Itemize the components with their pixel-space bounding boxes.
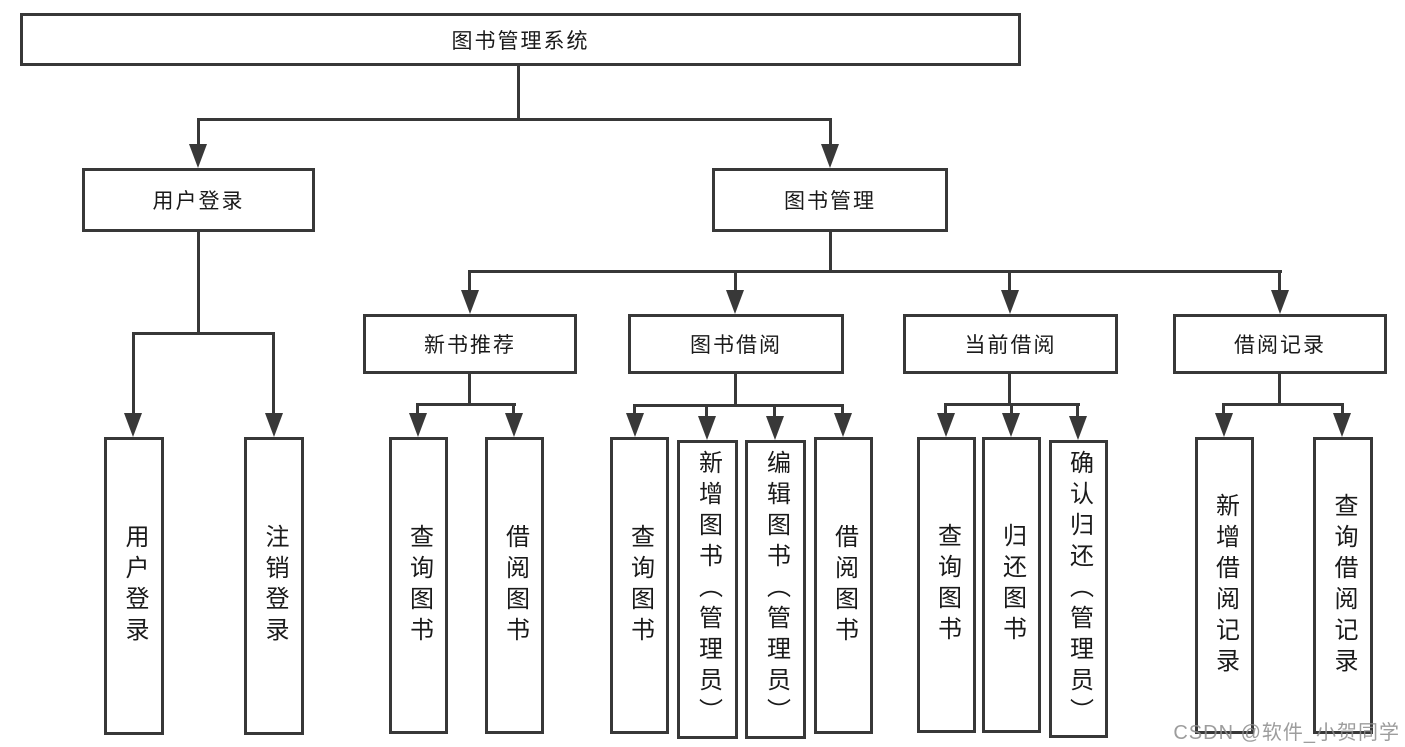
leaf-nb-borrow-books: 借阅图书 bbox=[485, 437, 544, 734]
connector-drop-nb-borrow bbox=[512, 403, 515, 417]
leaf-bb-query-books-label: 查询图书 bbox=[626, 523, 654, 648]
connector-drop-cb-query bbox=[944, 403, 947, 415]
leaf-bb-borrow-books-label: 借阅图书 bbox=[830, 523, 858, 648]
leaf-cb-query-books-label: 查询图书 bbox=[933, 523, 961, 647]
arrowhead-book-management bbox=[821, 144, 839, 168]
connector-drop-user-login bbox=[197, 118, 200, 148]
node-new-book-recommend: 新书推荐 bbox=[363, 314, 577, 374]
leaf-br-query-record: 查询借阅记录 bbox=[1313, 437, 1373, 734]
arrowhead-user-login bbox=[189, 144, 207, 168]
leaf-bb-query-books: 查询图书 bbox=[610, 437, 669, 734]
node-borrowing-records-label: 借阅记录 bbox=[1234, 334, 1326, 357]
leaf-bb-add-books-admin: 新增图书（管理员） bbox=[677, 440, 738, 739]
connector-drop-leaf-logout bbox=[272, 332, 275, 414]
arrowhead-bb-add bbox=[698, 416, 716, 440]
leaf-br-query-record-label: 查询借阅记录 bbox=[1330, 492, 1357, 679]
leaf-logout: 注销登录 bbox=[244, 437, 304, 735]
arrowhead-bb-borrow bbox=[834, 413, 852, 437]
connector-drop-bb-borrow bbox=[841, 404, 844, 416]
node-new-book-recommend-label: 新书推荐 bbox=[424, 334, 516, 357]
connector-drop-bb-query bbox=[633, 404, 636, 416]
node-user-login-label: 用户登录 bbox=[152, 190, 245, 213]
connector-drop-bb-add bbox=[705, 404, 708, 418]
connector-drop-cb-confirm bbox=[1076, 403, 1079, 417]
arrowhead-br-query bbox=[1333, 413, 1351, 437]
arrowhead-br-add bbox=[1215, 413, 1233, 437]
leaf-bb-borrow-books: 借阅图书 bbox=[814, 437, 873, 734]
arrowhead-cb-query bbox=[937, 413, 955, 437]
leaf-cb-return-books: 归还图书 bbox=[982, 437, 1041, 733]
connector-borrow-records-stem bbox=[1278, 374, 1281, 405]
node-borrowing-records: 借阅记录 bbox=[1173, 314, 1387, 374]
leaf-nb-borrow-books-label: 借阅图书 bbox=[501, 523, 529, 648]
connector-root-stem bbox=[517, 66, 520, 120]
arrowhead-cb-confirm bbox=[1069, 416, 1087, 440]
arrowhead-borrow-records bbox=[1271, 290, 1289, 314]
leaf-bb-add-books-admin-label: 新增图书（管理员） bbox=[694, 450, 722, 729]
arrowhead-leaf-login bbox=[124, 413, 142, 437]
leaf-cb-confirm-return-admin: 确认归还（管理员） bbox=[1049, 440, 1108, 738]
connector-current-borrow-stem bbox=[1008, 374, 1011, 405]
arrowhead-bb-edit bbox=[766, 416, 784, 440]
leaf-bb-edit-books-admin-label: 编辑图书（管理员） bbox=[762, 450, 790, 729]
leaf-bb-edit-books-admin: 编辑图书（管理员） bbox=[745, 440, 806, 739]
node-book-management: 图书管理 bbox=[712, 168, 948, 232]
connector-drop-nb-query bbox=[416, 403, 419, 417]
connector-book-management-stem bbox=[829, 232, 832, 272]
leaf-nb-query-books: 查询图书 bbox=[389, 437, 448, 734]
leaf-br-add-record-label: 新增借阅记录 bbox=[1211, 492, 1239, 679]
node-book-borrowing-label: 图书借阅 bbox=[690, 334, 782, 357]
leaf-cb-confirm-return-admin-label: 确认归还（管理员） bbox=[1065, 449, 1093, 729]
connector-drop-bb-edit bbox=[773, 404, 776, 418]
arrowhead-new-book bbox=[461, 290, 479, 314]
connector-level2-rail bbox=[197, 118, 832, 121]
connector-drop-br-query bbox=[1341, 403, 1344, 415]
connector-drop-book-management bbox=[829, 118, 832, 148]
arrowhead-nb-query bbox=[409, 413, 427, 437]
connector-drop-current-borrow bbox=[1008, 270, 1011, 292]
arrowhead-current-borrow bbox=[1001, 290, 1019, 314]
connector-new-book-stem bbox=[468, 374, 471, 405]
arrowhead-leaf-logout bbox=[265, 413, 283, 437]
arrowhead-book-borrow bbox=[726, 290, 744, 314]
csdn-watermark: CSDN @软件_小贺同学 bbox=[1173, 722, 1400, 744]
node-current-borrowing-label: 当前借阅 bbox=[964, 334, 1057, 357]
node-library-system-label: 图书管理系统 bbox=[451, 29, 590, 53]
leaf-cb-query-books: 查询图书 bbox=[917, 437, 976, 733]
connector-book-borrow-rail bbox=[633, 404, 844, 407]
leaf-cb-return-books-label: 归还图书 bbox=[998, 523, 1026, 647]
arrowhead-cb-return bbox=[1002, 413, 1020, 437]
leaf-logout-label: 注销登录 bbox=[261, 524, 288, 648]
leaf-nb-query-books-label: 查询图书 bbox=[405, 523, 433, 648]
connector-drop-borrow-records bbox=[1278, 270, 1281, 292]
connector-borrow-records-rail bbox=[1222, 403, 1344, 406]
connector-new-book-rail bbox=[417, 403, 516, 406]
connector-drop-new-book bbox=[468, 270, 471, 292]
node-book-management-label: 图书管理 bbox=[784, 190, 876, 213]
node-user-login: 用户登录 bbox=[82, 168, 315, 232]
arrowhead-bb-query bbox=[626, 413, 644, 437]
connector-drop-book-borrow bbox=[734, 270, 737, 292]
connector-user-login-rail bbox=[132, 332, 275, 335]
connector-level3-rail bbox=[468, 270, 1282, 273]
leaf-user-login: 用户登录 bbox=[104, 437, 164, 735]
connector-drop-leaf-login bbox=[132, 332, 135, 414]
connector-drop-br-add bbox=[1222, 403, 1225, 415]
node-library-system: 图书管理系统 bbox=[20, 13, 1021, 66]
leaf-user-login-label: 用户登录 bbox=[121, 524, 148, 648]
leaf-br-add-record: 新增借阅记录 bbox=[1195, 437, 1254, 734]
connector-drop-cb-return bbox=[1010, 403, 1013, 415]
node-book-borrowing: 图书借阅 bbox=[628, 314, 844, 374]
node-current-borrowing: 当前借阅 bbox=[903, 314, 1118, 374]
connector-book-borrow-stem bbox=[734, 374, 737, 406]
connector-user-login-stem bbox=[197, 232, 200, 334]
arrowhead-nb-borrow bbox=[505, 413, 523, 437]
